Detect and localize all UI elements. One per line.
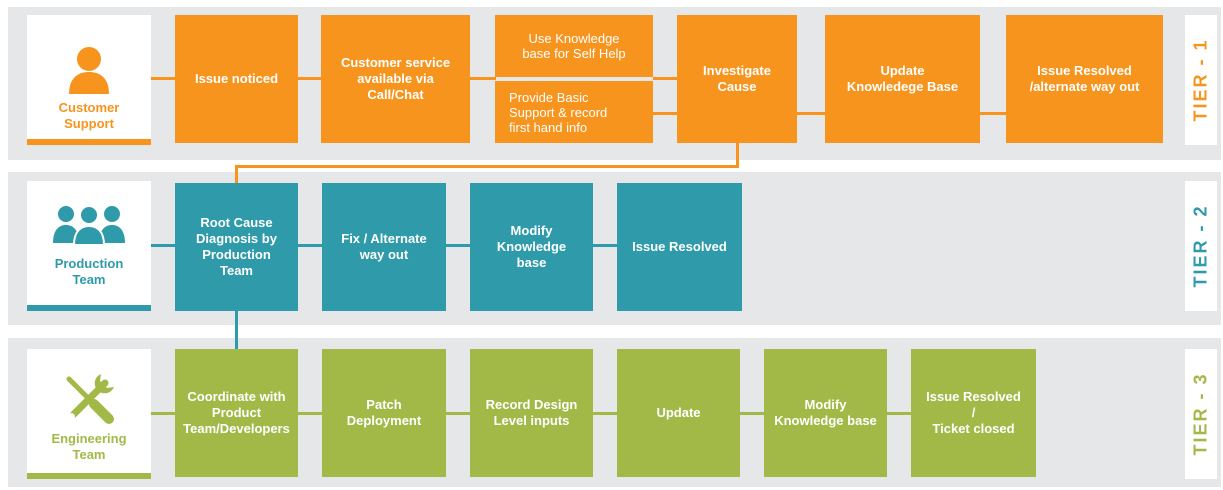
basic-support-step: Provide Basic Support & record first han… [495,81,653,143]
tier-1-connector [653,77,677,80]
production-team-label: Production Team [54,256,124,287]
ticket-closed-step: Issue Resolved / Ticket closed [911,349,1036,477]
customer-support-bar [27,139,151,145]
tier-2-label: TIER - 2 [1190,204,1211,288]
tier-3-label-box: TIER - 3 [1185,349,1217,479]
tier-2-label-box: TIER - 2 [1185,181,1217,311]
tier-3-connector [298,412,324,415]
update-step: Update [617,349,740,477]
modify-knowledge-base-step: Modify Knowledge base [764,349,887,477]
fix-alternate-step: Fix / Alternate way out [322,183,446,311]
tier-2-to-3-connector [235,308,238,353]
tools-icon [27,371,151,427]
tier-1-resolved-step: Issue Resolved /alternate way out [1006,15,1163,143]
patch-deployment-step: Patch Deployment [322,349,446,477]
production-team-bar [27,305,151,311]
engineering-team-card: Engineering Team [27,349,151,479]
tier-3-connector [446,412,472,415]
customer-support-card: Customer Support [27,15,151,145]
modify-knowledge-base-step: Modify Knowledge base [470,183,593,311]
tier-1-connector [298,77,324,80]
tier-1-label: TIER - 1 [1190,38,1211,122]
group-icon [27,203,151,245]
tier-3-label: TIER - 3 [1190,372,1211,456]
customer-support-label: Customer Support [58,100,120,131]
production-team-card: Production Team [27,181,151,311]
tier-2-connector [593,244,619,247]
tier-1-to-2-connector [235,165,238,183]
tier-2-connector [446,244,472,247]
tier-3-connector [593,412,619,415]
engineering-team-label: Engineering Team [51,431,127,462]
tier-1-to-2-connector [235,165,739,168]
person-icon [27,44,151,96]
tier-1-label-box: TIER - 1 [1185,15,1217,145]
tier-1-connector [797,112,825,115]
tier-2-connector [151,244,177,247]
tier-1-connector [151,77,181,80]
tier-1-connector [980,112,1006,115]
tier-3-connector [151,412,177,415]
tier-1-connector [653,112,677,115]
engineering-team-bar [27,473,151,479]
knowledge-base-self-help-step: Use Knowledge base for Self Help [495,15,653,77]
tier-2-resolved-step: Issue Resolved [617,183,742,311]
customer-service-step: Customer service available via Call/Chat [321,15,470,143]
tier-3-connector [740,412,766,415]
record-design-inputs-step: Record Design Level inputs [470,349,593,477]
tier-1-to-2-connector [736,143,739,168]
update-knowledge-base-step: Update Knowledege Base [825,15,980,143]
investigate-cause-step: Investigate Cause [677,15,797,143]
tier-3-connector [887,412,913,415]
coordinate-with-product-step: Coordinate with Product Team/Developers [175,349,298,477]
tier-2-connector [298,244,324,247]
tier-1-connector [470,77,496,80]
root-cause-diagnosis-step: Root Cause Diagnosis by Production Team [175,183,298,311]
issue-noticed-step: Issue noticed [175,15,298,143]
